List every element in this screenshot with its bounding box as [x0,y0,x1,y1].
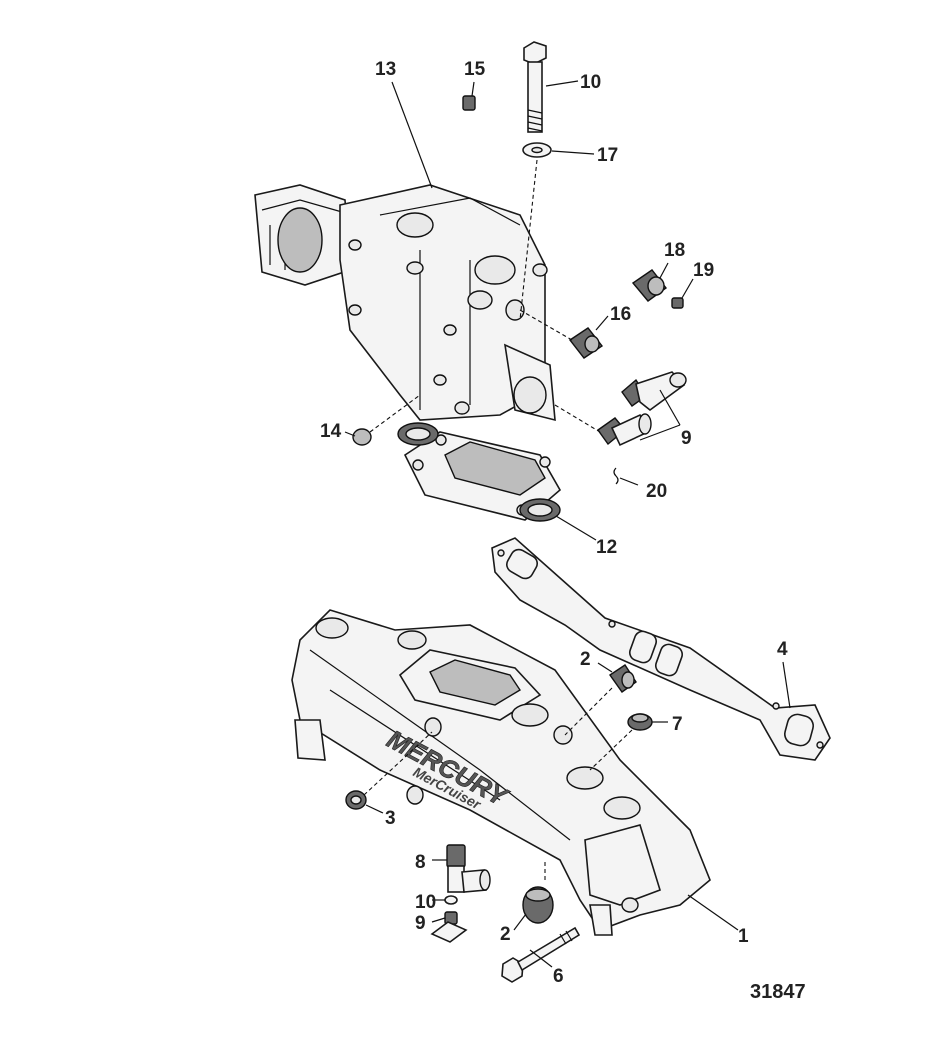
clip-part-20 [613,467,619,485]
o-ring-part-9 [444,895,458,905]
seal-ring-upper [397,422,439,446]
cap-part-18 [631,269,667,302]
callout-19: 19 [693,260,714,281]
callout-13: 13 [375,59,396,80]
callout-11: 10 [580,72,601,93]
callout-3: 3 [385,808,396,829]
exhaust-elbow-part-13 [254,184,556,422]
callout-1: 1 [738,926,749,947]
plug-part-15 [462,95,476,111]
callout-14: 14 [320,421,342,442]
plug-part-2-upper [609,664,637,693]
callout-labels: 13 15 10 17 18 19 16 14 9 20 12 4 2 7 3 … [320,59,806,1003]
callout-6: 7 [672,714,683,735]
manifold-gasket-part-4 [491,537,831,761]
callout-2-upper: 2 [580,649,591,670]
figure-id: 31847 [750,981,806,1003]
callout-5: 6 [553,966,564,987]
fitting-part-7 [446,844,491,893]
washer-part-17 [522,142,552,158]
bolt-part-11 [523,41,547,133]
seal-ring-part-12 [519,498,561,522]
plug-part-14 [352,428,372,446]
callout-20: 20 [646,481,667,502]
callout-4: 4 [777,639,788,660]
leader-lines [344,80,791,968]
exhaust-manifold-part-1: MERCURY MerCruiser [291,609,711,936]
callout-17: 17 [597,145,618,166]
drain-plug-part-8 [430,911,468,943]
plug-part-3 [345,790,367,810]
callout-18: 18 [664,240,685,261]
plug-part-16 [568,327,604,359]
fitting-part-10 [597,371,687,447]
bolt-part-5 [501,926,581,983]
callout-16: 16 [610,304,631,325]
callout-9: 10 [415,892,436,913]
callout-10: 9 [681,428,692,449]
callout-2-lower: 2 [500,924,511,945]
cap-part-6 [627,713,653,731]
plug-part-2-lower [522,886,554,924]
callout-7: 8 [415,852,426,873]
callout-8: 9 [415,913,426,934]
callout-15: 15 [464,59,486,80]
nut-part-19 [671,297,684,309]
callout-12: 12 [596,537,617,558]
